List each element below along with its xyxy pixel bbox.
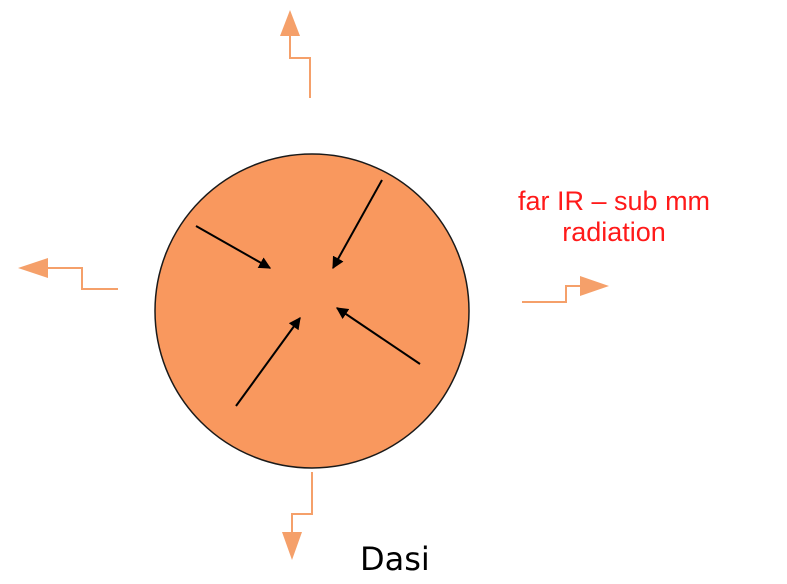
radiation-arrow-right [522, 276, 609, 303]
radiation-arrow-top [280, 10, 311, 98]
collapse-arrow-lower-right [336, 307, 421, 365]
radiation-arrow-left [18, 258, 118, 290]
radiation-label-line1: far IR – sub mm [518, 186, 711, 216]
collapsing-cloud-sphere [154, 153, 470, 469]
radiation-arrows [18, 10, 609, 560]
radiation-arrow-bottom [282, 472, 313, 560]
radiation-label-line2: radiation [562, 217, 666, 248]
collapse-arrow-upper-right [332, 179, 383, 270]
radiation-label: far IR – sub mm radiation [518, 186, 710, 248]
collapse-arrow-lower-left [235, 317, 301, 407]
collapse-arrow-upper-left [195, 225, 272, 269]
caption-text: Dasi [360, 540, 430, 578]
collapse-arrows [195, 179, 421, 407]
